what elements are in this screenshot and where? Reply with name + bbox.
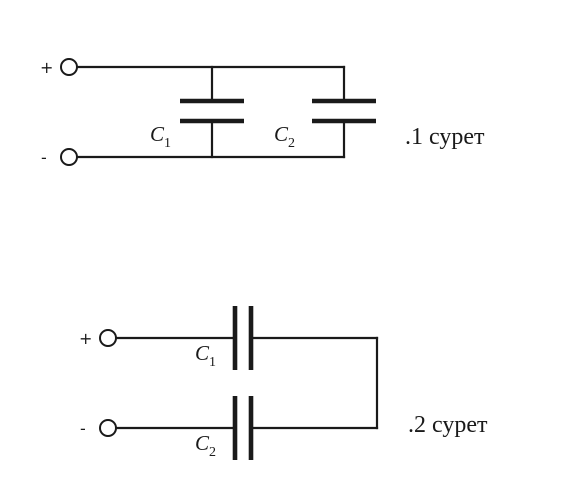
- figure-2-series: + - C1 C2 .2 сурет: [79, 306, 488, 460]
- fig2-minus-sign: -: [80, 419, 86, 438]
- fig1-plus-sign: +: [40, 58, 53, 77]
- fig1-c1-label: C1: [150, 122, 171, 151]
- fig1-minus-terminal-icon: [60, 148, 78, 166]
- fig2-c2-label: C2: [195, 431, 216, 460]
- fig1-caption: .1 сурет: [405, 124, 485, 150]
- fig2-minus-terminal-icon: [99, 419, 117, 437]
- fig1-c2-label: C2: [274, 122, 295, 151]
- fig1-minus-sign: -: [41, 148, 47, 167]
- fig2-caption: .2 сурет: [408, 412, 488, 438]
- figure-1-parallel: + - C1 C2 .1 сурет: [40, 58, 485, 167]
- fig2-plus-sign: +: [79, 329, 92, 348]
- fig1-plus-terminal-icon: [60, 58, 78, 76]
- fig2-plus-terminal-icon: [99, 329, 117, 347]
- fig2-c1-label: C1: [195, 341, 216, 370]
